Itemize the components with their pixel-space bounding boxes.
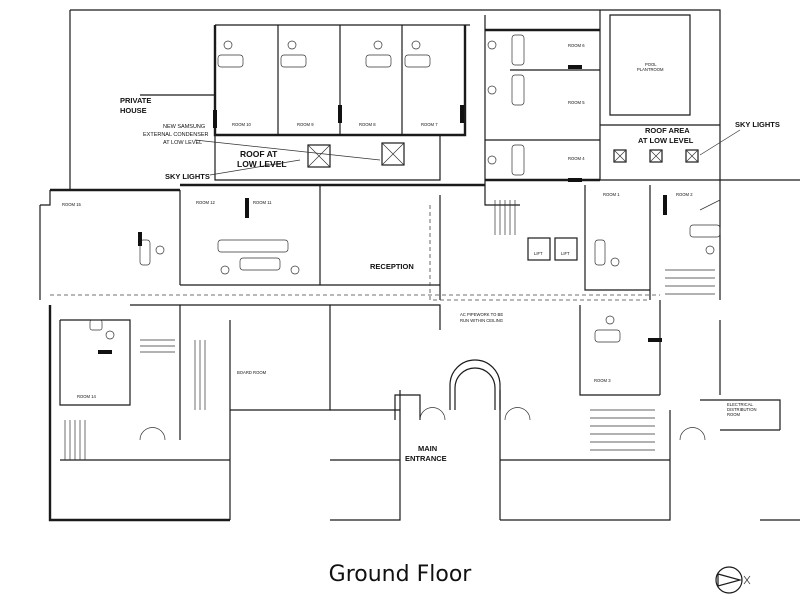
room-15-label: ROOM 15 [62, 202, 82, 207]
stairs [64, 200, 715, 460]
label-electrical-1: ELECTRICAL [727, 402, 754, 407]
skylights [194, 129, 741, 211]
room-labels: PRIVATE HOUSE NEW SAMSUNG EXTERNAL CONDE… [62, 43, 780, 463]
label-reception: RECEPTION [370, 262, 414, 271]
bathroom-fixtures [89, 34, 721, 343]
label-lift-1: LIFT [534, 251, 543, 256]
label-roof-low-1: ROOF AT [240, 149, 278, 159]
label-sky-lights-left: SKY LIGHTS [165, 172, 210, 181]
label-lift-2: LIFT [561, 251, 570, 256]
label-pipework-1: AC PIPEWORK TO BE [460, 312, 503, 317]
label-sky-lights-right: SKY LIGHTS [735, 120, 780, 129]
label-condenser-1: NEW SAMSUNG [163, 124, 205, 130]
label-pool-2: PLANTROOM [637, 67, 664, 72]
label-main-2: ENTRANCE [405, 454, 447, 463]
label-electrical-2: DISTRIBUTION [727, 407, 757, 412]
room-10-label: ROOM 10 [232, 122, 252, 127]
room-8-label: ROOM 8 [359, 122, 376, 127]
label-private-house-2: HOUSE [120, 106, 147, 115]
label-board-room: BOARD ROOM [237, 370, 267, 375]
room-9-label: ROOM 9 [297, 122, 314, 127]
north-arrow-icon [715, 566, 751, 594]
room-3-label: ROOM 3 [594, 378, 611, 383]
label-private-house-1: PRIVATE [120, 96, 151, 105]
label-roof-area-1: ROOF AREA [645, 126, 690, 135]
room-2-label: ROOM 2 [676, 192, 693, 197]
label-pipework-2: RUN WITHIN CEILING [460, 318, 503, 323]
structural-walls [39, 9, 800, 522]
label-electrical-3: ROOM [727, 412, 741, 417]
page-title: Ground Floor [328, 562, 472, 587]
room-14-label: ROOM 14 [77, 394, 97, 399]
radiator-marks [98, 65, 667, 354]
room-4-label: ROOM 4 [568, 156, 585, 161]
label-condenser-3: AT LOW LEVEL [163, 140, 202, 146]
label-roof-low-2: LOW LEVEL [237, 159, 287, 169]
label-condenser-2: EXTERNAL CONDENSER [143, 132, 209, 138]
entrance-arches [139, 359, 706, 441]
room-5-label: ROOM 5 [568, 100, 585, 105]
room-12-label: ROOM 12 [196, 200, 216, 205]
label-roof-area-2: AT LOW LEVEL [638, 136, 694, 145]
label-main-1: MAIN [418, 444, 437, 453]
room-1-label: ROOM 1 [603, 192, 620, 197]
label-pool-1: POOL [645, 62, 657, 67]
room-11-label: ROOM 11 [253, 200, 272, 205]
room-6-label: ROOM 6 [568, 43, 585, 48]
room-7-label: ROOM 7 [421, 122, 438, 127]
